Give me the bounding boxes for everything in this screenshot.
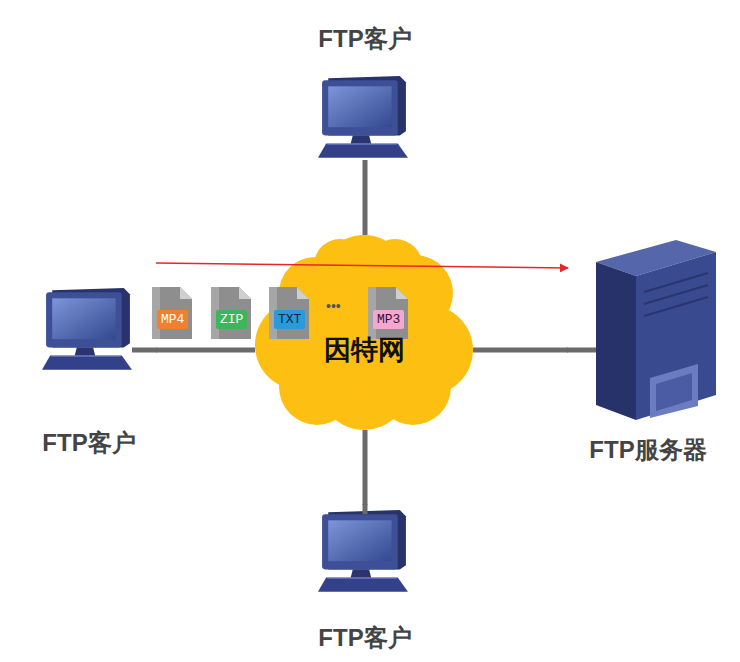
network-link xyxy=(473,348,568,353)
server-icon xyxy=(596,240,716,420)
file-icon: MP4 xyxy=(146,285,200,341)
file-page xyxy=(211,287,251,339)
network-link xyxy=(363,160,368,235)
network-link xyxy=(363,430,368,505)
node-label: FTP服务器 xyxy=(589,436,706,465)
network-cable xyxy=(363,504,368,514)
client-node: FTP客户 xyxy=(22,258,156,458)
cloud-lobe xyxy=(314,239,366,291)
file-type-tag: MP4 xyxy=(157,310,188,329)
file-fold xyxy=(239,287,251,299)
server-node: FTP服务器 xyxy=(568,240,728,465)
file-page xyxy=(152,287,192,339)
computer-icon xyxy=(42,288,132,370)
file-type-tag: ZIP xyxy=(216,310,247,329)
client-node: FTP客户 xyxy=(298,505,432,653)
file-page xyxy=(368,287,408,339)
file-icon: ZIP xyxy=(205,285,259,341)
computer-icon xyxy=(318,76,408,158)
cloud-lobe xyxy=(377,255,453,331)
file-type-tag: TXT xyxy=(274,310,305,329)
network-cable xyxy=(567,348,598,353)
network-link xyxy=(156,348,255,353)
file-icon: TXT xyxy=(263,285,317,341)
ellipsis-mark: ••• xyxy=(326,298,341,314)
network-cable xyxy=(132,348,157,353)
file-type-tag: MP3 xyxy=(373,310,404,329)
file-icon: MP3 xyxy=(362,285,416,341)
computer-icon xyxy=(318,510,408,592)
node-label: FTP客户 xyxy=(42,429,135,458)
network-label: 因特网 xyxy=(324,334,405,366)
node-label: FTP客户 xyxy=(318,25,411,54)
file-fold xyxy=(180,287,192,299)
cloud-lobe xyxy=(367,239,423,295)
internet-cloud: 因特网 xyxy=(255,235,473,430)
file-page xyxy=(269,287,309,339)
client-node: FTP客户 xyxy=(300,25,430,160)
node-label: FTP客户 xyxy=(318,624,411,653)
cloud-shape xyxy=(255,235,473,430)
